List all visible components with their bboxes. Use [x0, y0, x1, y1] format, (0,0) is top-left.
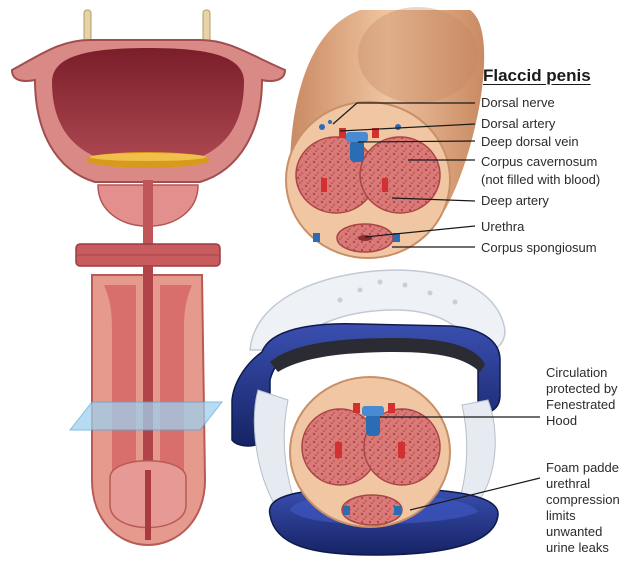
diagram-title: Flaccid penis	[483, 66, 591, 86]
foam-line: compression	[546, 492, 639, 508]
label-corpus-spongiosum: Corpus spongiosum	[481, 240, 597, 255]
label-circulation-protected: Circulation protected by Fenestrated Hoo…	[546, 365, 618, 429]
bladder-and-urethra-drawing	[12, 10, 285, 545]
label-corpus-cavernosum: Corpus cavernosum	[481, 154, 597, 169]
label-foam-padded: Foam padde urethral compression limits u…	[546, 460, 639, 556]
foam-line: limits	[546, 508, 639, 524]
foam-line: Foam padde	[546, 460, 639, 476]
flaccid-cross-section	[286, 7, 484, 258]
circulation-line: Fenestrated	[546, 397, 618, 413]
label-dorsal-artery: Dorsal artery	[481, 116, 555, 131]
label-deep-dorsal-vein: Deep dorsal vein	[481, 134, 579, 149]
label-corpus-cavernosum-note: (not filled with blood)	[481, 172, 600, 187]
circulation-line: Hood	[546, 413, 618, 429]
circulation-line: Circulation	[546, 365, 618, 381]
foam-line: urine leaks	[546, 540, 639, 556]
label-deep-artery: Deep artery	[481, 193, 549, 208]
deep-artery-right-mark	[382, 178, 388, 192]
deep-artery-left-mark	[321, 178, 327, 192]
label-dorsal-nerve: Dorsal nerve	[481, 95, 555, 110]
foam-line: unwanted	[546, 524, 639, 540]
foam-line: urethral	[546, 476, 639, 492]
clamp-device-drawing	[232, 270, 505, 555]
circulation-line: protected by	[546, 381, 618, 397]
label-urethra: Urethra	[481, 219, 524, 234]
